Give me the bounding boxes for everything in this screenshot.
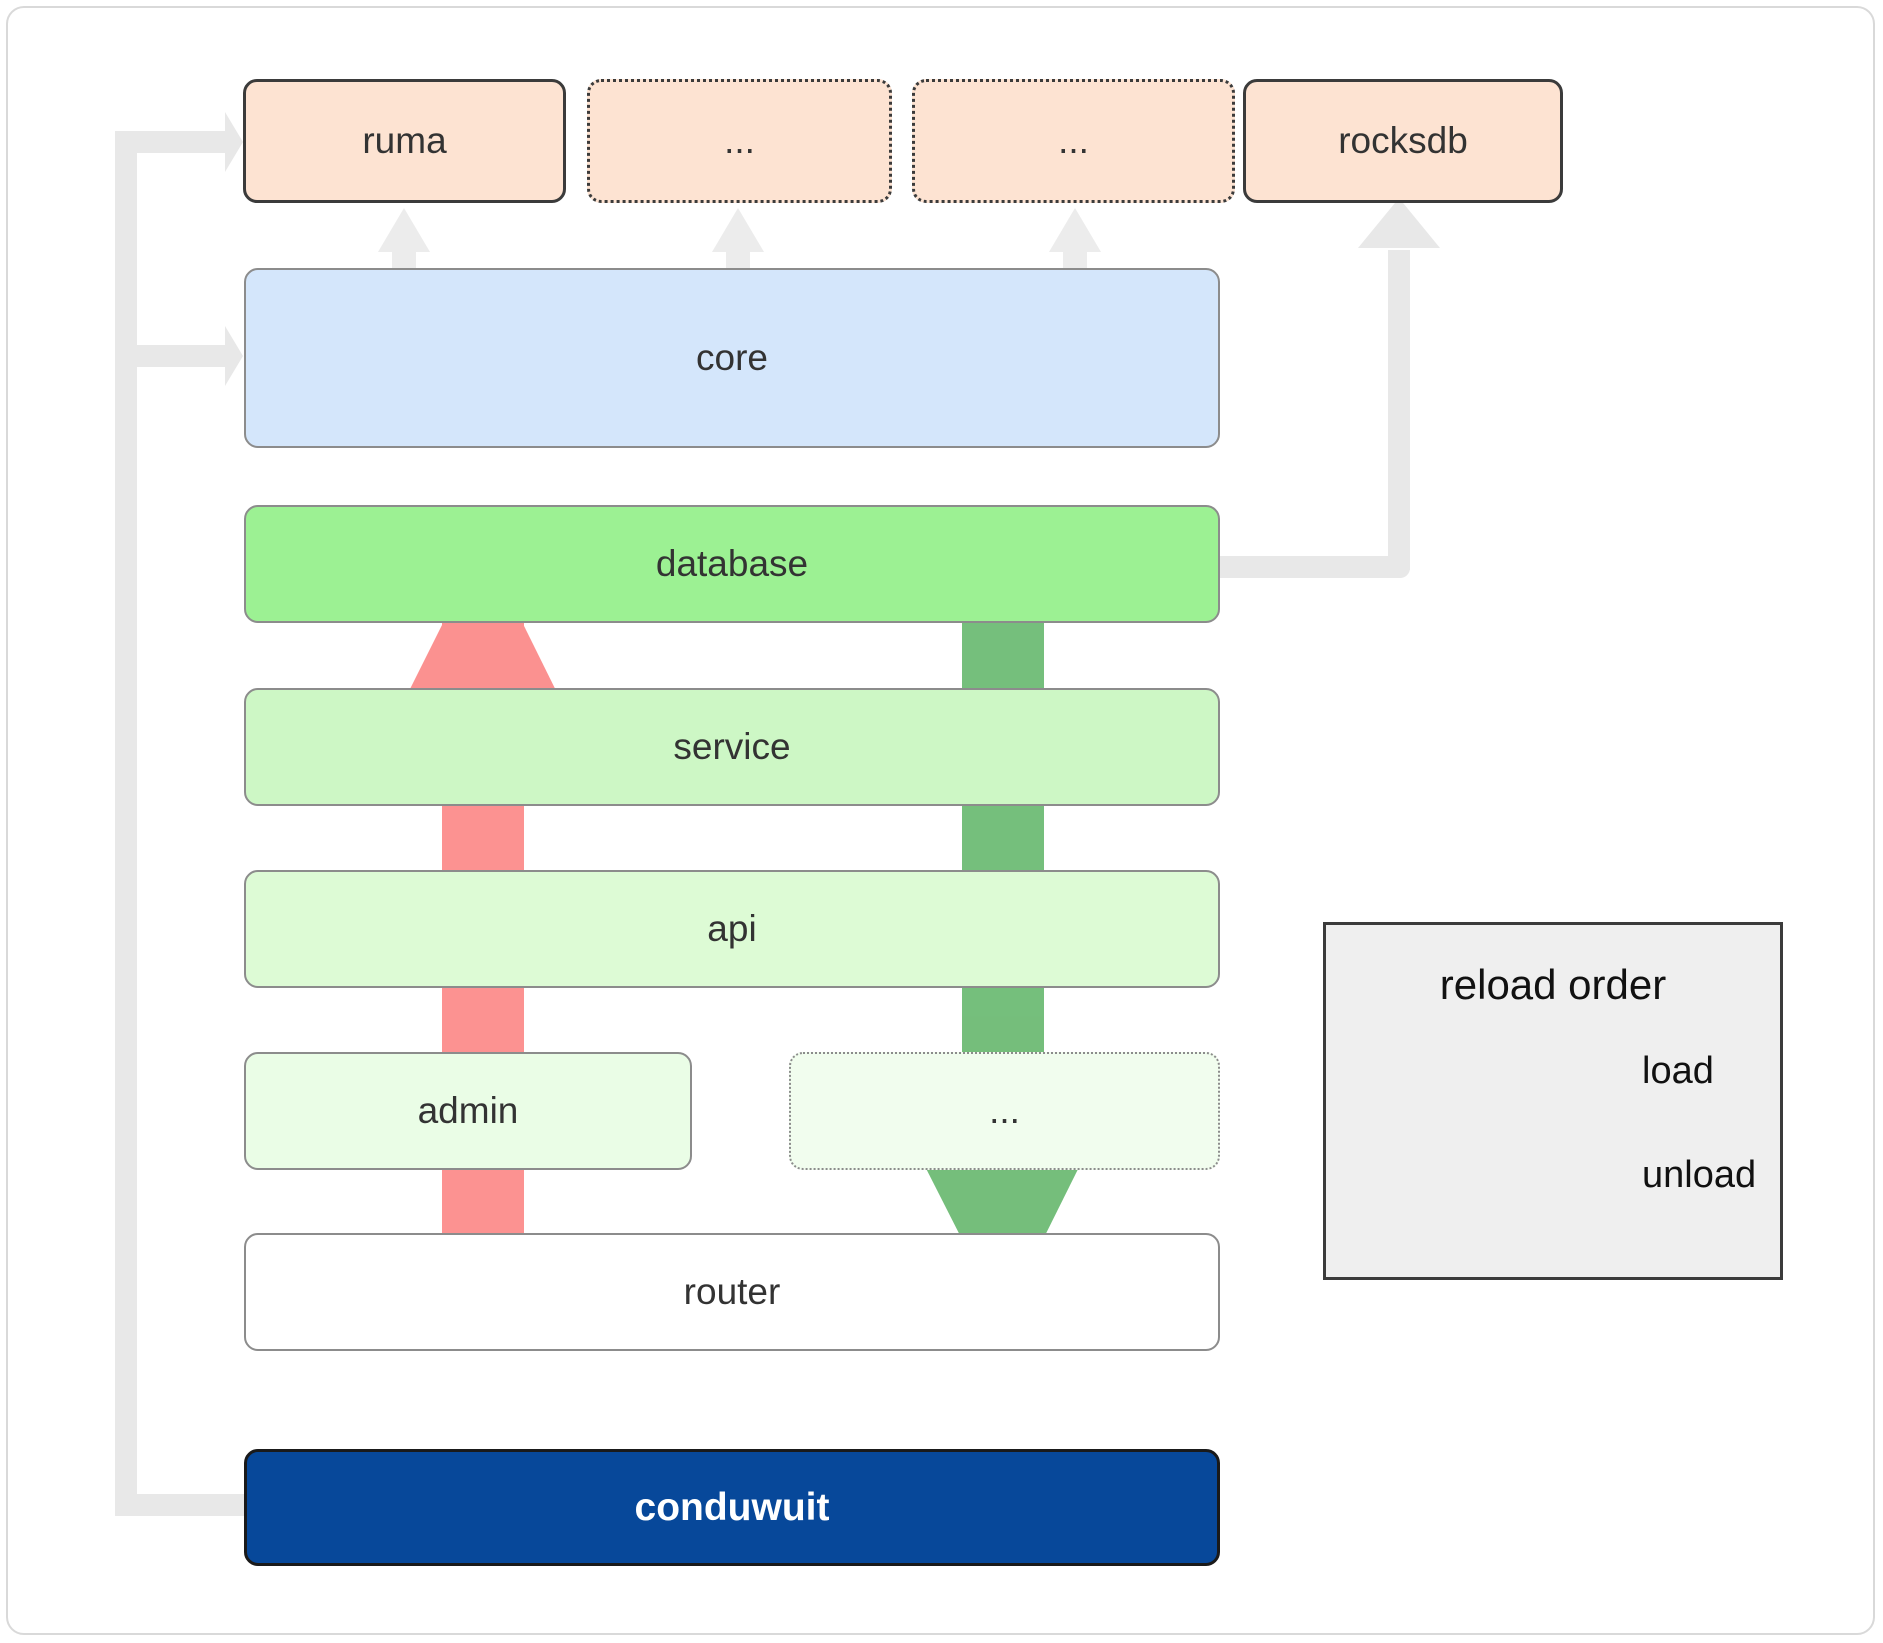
connector-db-to-rocksdb-vertical [1388,250,1410,570]
layer-box-ellipsis[interactable]: ... [789,1052,1220,1170]
dependency-label-ellipsis-1: ... [724,120,755,161]
connector-from-conduwuit [115,1494,245,1516]
layer-label-database: database [655,543,809,584]
dependency-label-ruma: ruma [362,120,447,161]
layer-label-ellipsis: ... [989,1090,1020,1131]
layer-box-api[interactable]: api [244,870,1220,988]
dependency-box-ellipsis-2[interactable]: ... [912,79,1235,203]
connector-db-to-rocksdb-horizontal [1218,556,1410,578]
layer-box-database[interactable]: database [244,505,1220,623]
dependency-box-rocksdb[interactable]: rocksdb [1243,79,1563,203]
layer-box-core[interactable]: core [244,268,1220,448]
connector-to-core-stem [115,345,225,367]
legend-label-load: load [1642,1050,1714,1092]
binary-box-conduwuit[interactable]: conduwuit [244,1449,1220,1566]
connector-to-ruma-stem [115,131,225,153]
layer-label-core: core [696,337,768,378]
layer-box-service[interactable]: service [244,688,1220,806]
layer-box-admin[interactable]: admin [244,1052,692,1170]
dependency-box-ellipsis-1[interactable]: ... [587,79,892,203]
layer-label-admin: admin [417,1090,519,1131]
dependency-label-rocksdb: rocksdb [1338,120,1468,161]
layer-box-router[interactable]: router [244,1233,1220,1351]
layer-label-router: router [683,1271,781,1312]
legend-label-unload: unload [1642,1154,1757,1196]
diagram-frame [6,6,1875,1635]
binary-label-conduwuit: conduwuit [634,1485,830,1529]
layer-label-service: service [673,726,791,767]
connector-left-spine [115,140,137,1516]
legend-panel: reload order load unload [1323,922,1783,1280]
legend-title: reload order [1439,961,1667,1008]
layer-label-api: api [707,908,757,949]
dependency-label-ellipsis-2: ... [1058,120,1089,161]
dependency-box-ruma[interactable]: ruma [243,79,566,203]
